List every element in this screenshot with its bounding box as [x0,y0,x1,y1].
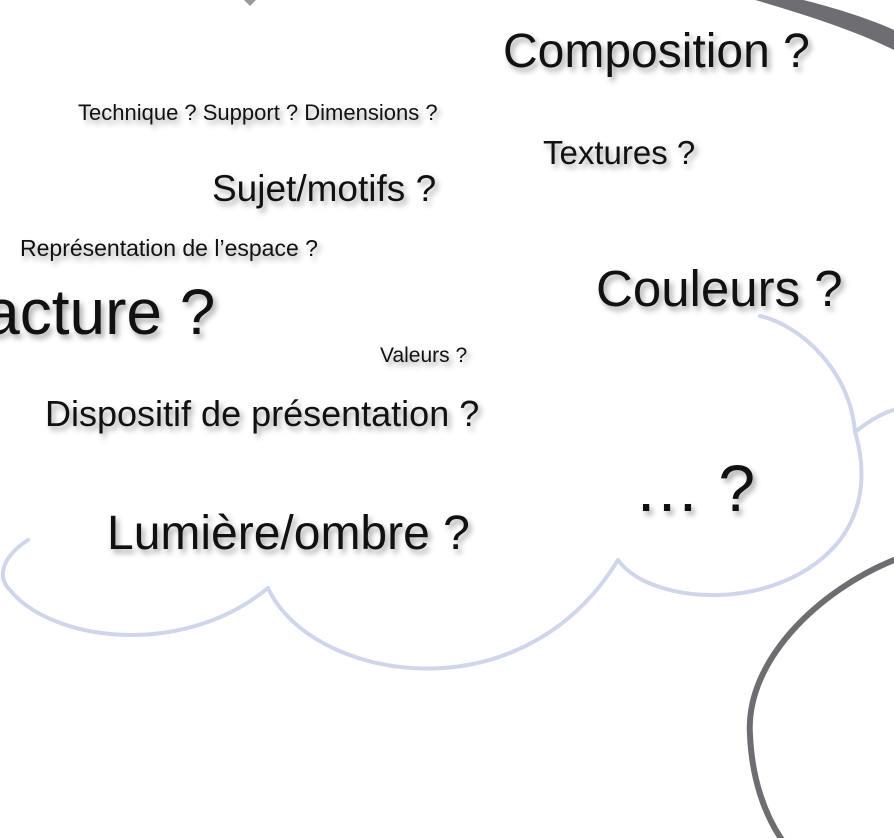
ellipsis-question-label: … ? [634,451,756,525]
textures-label: Textures ? [543,134,696,171]
cloud-lobe-lower-right [616,430,864,598]
dark-arc-bottom-right [746,557,894,838]
valeurs-label: Valeurs ? [380,344,468,367]
dispositif-presentation-label: Dispositif de présentation ? [45,393,480,434]
couleurs-label: Couleurs ? [596,260,843,317]
cloud-lobe-bottom [266,558,620,671]
cloud-lobe-upper-right [758,314,857,434]
lumiere-ombre-label: Lumière/ombre ? [107,507,470,560]
technique-support-dimensions-label: Technique ? Support ? Dimensions ? [78,100,438,125]
facture-label: Facture ? [0,276,216,348]
representation-espace-label: Représentation de l’espace ? [20,235,318,261]
top-edge-mark [244,0,256,6]
sujet-motifs-label: Sujet/motifs ? [212,168,437,209]
composition-label: Composition ? [503,25,810,78]
cloud-lobe-right [853,408,894,434]
cloud-lobe-left [0,538,270,637]
dark-arc-top-right [755,0,894,50]
